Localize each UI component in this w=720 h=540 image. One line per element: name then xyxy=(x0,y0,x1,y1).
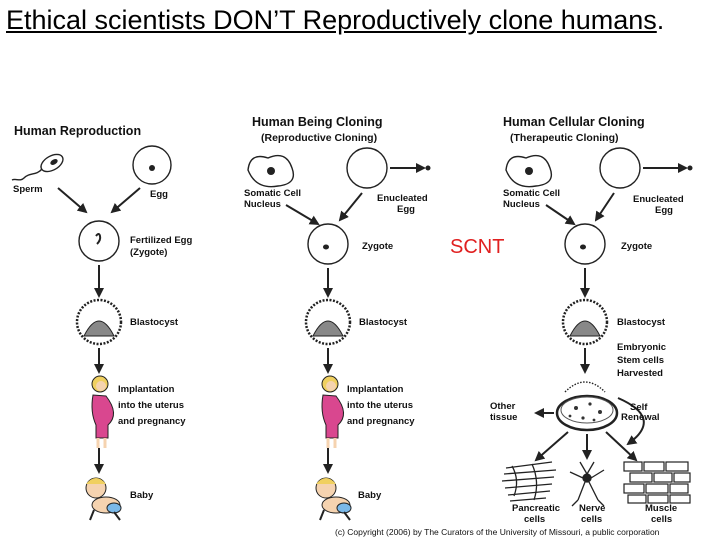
self-renewal-arrow xyxy=(617,397,645,446)
egg-label: Egg xyxy=(150,189,168,200)
col3-removed-nucleus-icon xyxy=(687,165,693,171)
col2-somatic-label: Somatic Cell xyxy=(244,188,301,199)
harvested-cells-icon xyxy=(564,381,606,393)
column-therapeutic-cloning: Human Cellular Cloning (Therapeutic Clon… xyxy=(490,115,693,525)
col2-arrow-somatic-zygote xyxy=(285,204,320,226)
self-label: Self xyxy=(630,402,648,413)
col2-zygote-label: Zygote xyxy=(362,241,393,252)
tissue-label: tissue xyxy=(490,412,517,423)
col2-baby-label: Baby xyxy=(358,490,382,501)
arrow-muscle xyxy=(605,431,638,462)
col2-removed-nucleus-icon xyxy=(425,165,431,171)
col3-subheader: (Therapeutic Cloning) xyxy=(510,132,619,144)
other-label: Other xyxy=(490,401,516,412)
arrow-sperm-zygote xyxy=(57,187,88,214)
col2-baby-icon xyxy=(315,477,352,521)
col2-arrow-egg-zygote xyxy=(338,192,363,222)
nerve-cells-icon xyxy=(569,461,605,507)
copyright-notice: (c) Copyright (2006) by The Curators of … xyxy=(335,527,660,537)
pancreatic-label: Pancreatic xyxy=(512,503,560,514)
pancreatic-cells-icon xyxy=(501,461,557,502)
col3-zygote-label: Zygote xyxy=(621,241,652,252)
slide-title: Ethical scientists DON’T Reproductively … xyxy=(6,4,706,36)
slide-title-text: Ethical scientists DON’T Reproductively … xyxy=(6,5,657,35)
col3-zygote-icon xyxy=(564,223,606,265)
muscle-label: Muscle xyxy=(645,503,677,514)
petri-dish-icon xyxy=(555,394,619,432)
egg-nucleus-icon xyxy=(149,165,155,171)
pregnant-woman-icon xyxy=(91,375,114,448)
col3-somatic-nucleus-icon xyxy=(525,167,533,175)
nerve-cells-label: cells xyxy=(581,514,602,525)
pregnancy-label: and pregnancy xyxy=(118,416,186,427)
col2-uterus-label: into the uterus xyxy=(347,400,413,411)
col3-arrow-egg-zygote xyxy=(594,192,615,222)
renewal-label: Renewal xyxy=(621,412,660,423)
col3-arrow-somatic-zygote xyxy=(545,204,576,226)
column-human-reproduction: Human Reproduction Sperm Egg Fertilized … xyxy=(11,124,192,521)
col1-header: Human Reproduction xyxy=(14,124,141,138)
harvested-label: Harvested xyxy=(617,368,663,379)
scnt-box xyxy=(446,230,524,262)
col2-pregnant-woman-icon xyxy=(321,375,344,448)
slide-title-period: . xyxy=(656,5,665,35)
nerve-label: Nerve xyxy=(579,503,605,514)
blastocyst-icon xyxy=(75,298,123,346)
col2-zygote-nucleus-icon xyxy=(323,244,329,250)
col2-nucleus-label: Nucleus xyxy=(244,199,281,210)
arrow-pancreatic xyxy=(534,431,569,462)
col2-zygote-icon xyxy=(307,223,349,265)
col2-subheader: (Reproductive Cloning) xyxy=(261,132,377,144)
muscle-cells-label: cells xyxy=(651,514,672,525)
col3-somatic-label: Somatic Cell xyxy=(503,188,560,199)
somatic-nucleus-icon xyxy=(267,167,275,175)
col2-enucleated-egg-icon xyxy=(346,147,388,189)
col3-nucleus-label: Nucleus xyxy=(503,199,540,210)
arrow-egg-zygote xyxy=(110,187,141,214)
col3-enucleated-egg-icon xyxy=(599,147,641,189)
zygote-nucleus-icon xyxy=(95,233,102,245)
zygote-label: (Zygote) xyxy=(130,247,167,258)
col3-blastocyst-icon xyxy=(561,298,609,346)
col2-blastocyst-icon xyxy=(304,298,352,346)
fertilized-egg-label: Fertilized Egg xyxy=(130,235,192,246)
col3-egg-label: Egg xyxy=(655,205,673,216)
stem-cells-label: Stem cells xyxy=(617,355,664,366)
implantation-label: Implantation xyxy=(118,384,175,395)
embryonic-label: Embryonic xyxy=(617,342,666,353)
col2-enucleated-label: Enucleated xyxy=(377,193,428,204)
uterus-label: into the uterus xyxy=(118,400,184,411)
muscle-cells-icon xyxy=(623,461,691,504)
col2-pregnancy-label: and pregnancy xyxy=(347,416,415,427)
blastocyst-label: Blastocyst xyxy=(130,317,179,328)
col3-header: Human Cellular Cloning xyxy=(503,115,645,129)
scnt-label: SCNT xyxy=(450,236,504,258)
col3-enucleated-label: Enucleated xyxy=(633,194,684,205)
col3-blastocyst-label: Blastocyst xyxy=(617,317,666,328)
sperm-icon xyxy=(11,153,64,181)
column-reproductive-cloning: Human Being Cloning (Reproductive Clonin… xyxy=(244,115,431,521)
baby-icon xyxy=(85,477,122,521)
col3-zygote-nucleus-icon xyxy=(580,244,586,250)
col2-egg-label: Egg xyxy=(397,204,415,215)
sperm-label: Sperm xyxy=(13,184,43,195)
col2-header: Human Being Cloning xyxy=(252,115,383,129)
col2-implantation-label: Implantation xyxy=(347,384,404,395)
col2-blastocyst-label: Blastocyst xyxy=(359,317,408,328)
pancreatic-cells-label: cells xyxy=(524,514,545,525)
baby-label: Baby xyxy=(130,490,154,501)
